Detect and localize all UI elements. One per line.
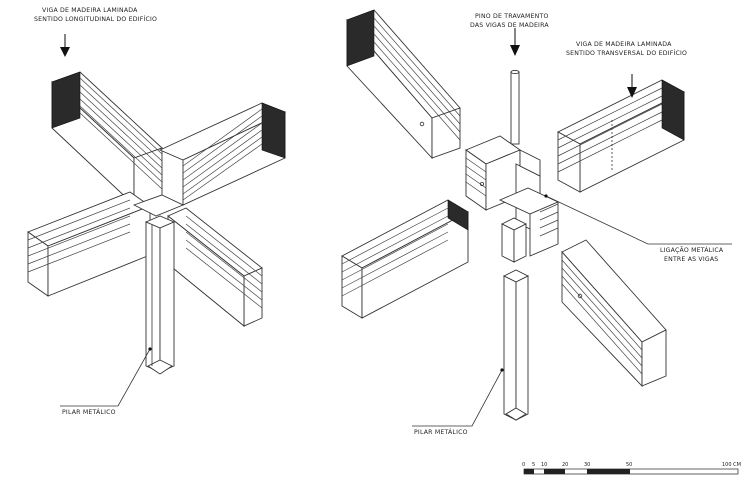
connection-label-line2: ENTRE AS VIGAS [664, 256, 718, 263]
scale-tick-30: 30 [584, 462, 590, 468]
pillar-socket [502, 218, 526, 262]
left-beam-label-line1: VIGA DE MADEIRA LAMINADA [42, 7, 138, 14]
connection-leader [544, 194, 732, 244]
left-beam-upper-right [160, 103, 285, 205]
scale-tick-50: 50 [626, 462, 632, 468]
scale-tick-5: 5 [532, 462, 535, 468]
scale-tick-0: 0 [522, 462, 525, 468]
right-beam-lower-left [342, 200, 468, 318]
right-beam-label-line2: SENTIDO TRANSVERSAL DO EDIFÍCIO [566, 48, 687, 57]
left-pillar-label: PILAR METÁLICO [62, 407, 116, 416]
left-beam-label-line2: SENTIDO LONGITUDINAL DO EDIFÍCIO [34, 14, 157, 23]
left-beam-lower-right [168, 208, 262, 326]
left-assembly: VIGA DE MADEIRA LAMINADA SENTIDO LONGITU… [28, 7, 285, 416]
scale-tick-10: 10 [541, 462, 547, 468]
pin-label-line2: DAS VIGAS DE MADEIRA [470, 22, 549, 29]
right-pillar [504, 270, 528, 420]
left-beam-lower-left [28, 192, 150, 296]
connection-label-line1: LIGAÇÃO METÁLICA [660, 245, 724, 254]
left-pillar-leader [60, 347, 152, 406]
right-beam-top-left [347, 10, 460, 158]
scale-tick-100: 100 CM [722, 462, 741, 468]
right-beam-lower-right [562, 240, 666, 386]
right-pillar-leader [412, 368, 504, 426]
right-beam-top-right [558, 74, 684, 192]
left-beam-upper-left [52, 72, 162, 205]
scale-bar: 0 5 10 20 30 50 100 CM [522, 462, 741, 474]
right-pillar-label: PILAR METÁLICO [414, 427, 468, 436]
pin-label-line1: PINO DE TRAVAMENTO [475, 13, 549, 20]
right-assembly: PINO DE TRAVAMENTO DAS VIGAS DE MADEIRA … [342, 10, 732, 436]
locking-pin [510, 28, 520, 144]
scale-tick-20: 20 [562, 462, 568, 468]
right-beam-label-line1: VIGA DE MADEIRA LAMINADA [576, 41, 672, 48]
left-label-arrow [60, 34, 70, 57]
